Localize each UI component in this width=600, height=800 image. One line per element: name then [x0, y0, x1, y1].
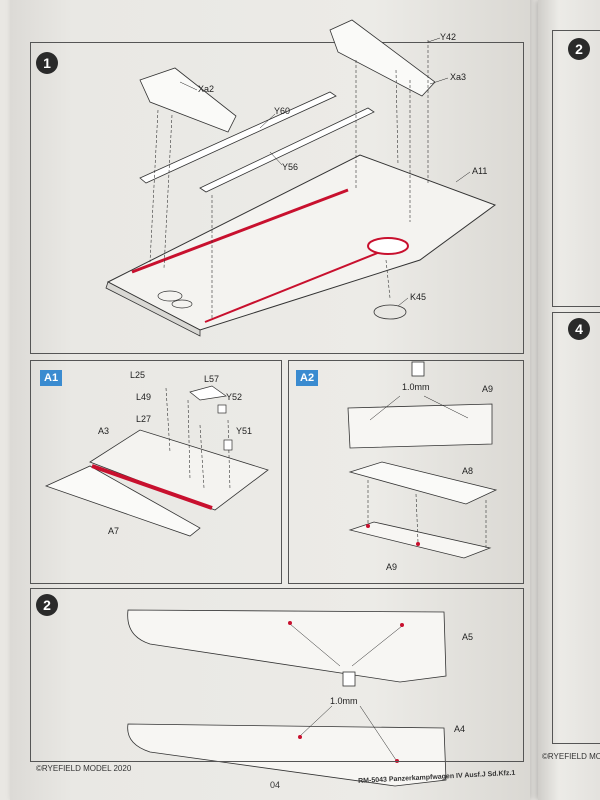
page-number: 04 — [270, 780, 281, 790]
part-a4 — [127, 723, 447, 787]
step2-badge: 2 — [36, 594, 58, 616]
adjacent-step4-number: 4 — [575, 321, 583, 337]
a1-guides — [165, 387, 231, 491]
label-a3: A3 — [98, 426, 110, 436]
hull-hatch-ring — [367, 237, 409, 255]
step-a2-frame — [288, 360, 524, 584]
glue-line-left — [131, 188, 349, 274]
label-l49: L49 — [136, 392, 152, 402]
part-xa3 — [329, 19, 436, 97]
label-a2-drill: 1.0mm — [402, 382, 430, 392]
label-y52: Y52 — [226, 392, 243, 402]
a2-mark-2 — [416, 542, 420, 546]
step-a1-frame — [30, 360, 282, 584]
leader-lines — [179, 37, 471, 307]
step-a2-label: A2 — [300, 372, 315, 384]
label-l57: L57 — [204, 374, 220, 384]
step2-drill-leaders — [289, 623, 403, 761]
part-a9-top — [347, 403, 493, 449]
label-l25: L25 — [130, 370, 146, 380]
a1-glue-line — [91, 464, 213, 510]
a2-drill-leaders — [369, 395, 469, 421]
hull-floor-plate — [106, 154, 497, 331]
part-xa2 — [139, 67, 237, 133]
label-xa2: Xa2 — [198, 84, 215, 94]
copyright-text: ©RYEFIELD MODEL 2020 — [36, 764, 132, 773]
adjacent-step2-number: 2 — [575, 41, 583, 57]
a2-drill-icon — [411, 361, 425, 377]
part-k45 — [373, 304, 407, 320]
label-step2-drill: 1.0mm — [330, 696, 358, 706]
floor-opening-2 — [171, 299, 193, 309]
glue-line-right — [204, 249, 386, 323]
label-a11: A11 — [472, 166, 488, 176]
step2-drill-icon — [342, 671, 356, 687]
adjacent-step2-badge: 2 — [568, 38, 590, 60]
part-y60 — [139, 91, 337, 184]
step1-number: 1 — [43, 55, 51, 71]
adjacent-page: 2 4 ©RYEFIELD MODE — [538, 0, 600, 800]
label-xa3: Xa3 — [450, 72, 467, 82]
label-y42: Y42 — [440, 32, 457, 42]
label-a8: A8 — [462, 466, 474, 476]
part-y56 — [199, 107, 375, 193]
step-a1-label: A1 — [44, 372, 59, 384]
adjacent-step4-badge: 4 — [568, 318, 590, 340]
part-l57 — [189, 385, 227, 401]
assembly-guides — [149, 40, 429, 318]
label-y51: Y51 — [236, 426, 253, 436]
label-a9-top: A9 — [482, 384, 494, 394]
adjacent-copyright: ©RYEFIELD MODE — [542, 752, 600, 761]
a2-mark-1 — [366, 524, 370, 528]
label-k45: K45 — [410, 292, 427, 302]
step2-number: 2 — [43, 597, 51, 613]
label-a7: A7 — [108, 526, 120, 536]
step-a1-tag: A1 — [40, 370, 63, 386]
part-a5 — [127, 609, 447, 683]
step1-badge: 1 — [36, 52, 58, 74]
label-y56: Y56 — [282, 162, 299, 172]
label-a4: A4 — [454, 724, 466, 734]
label-a9-bottom: A9 — [386, 562, 398, 572]
hull-floor-edge — [105, 281, 201, 337]
a2-guides — [367, 480, 487, 548]
label-y60: Y60 — [274, 106, 291, 116]
part-a7 — [44, 465, 201, 537]
step2-frame — [30, 588, 524, 762]
step-a2-tag: A2 — [296, 370, 319, 386]
part-a8 — [348, 461, 498, 505]
part-a9-bottom — [348, 521, 492, 559]
label-a5: A5 — [462, 632, 474, 642]
adjacent-step2-frame — [552, 30, 600, 307]
adjacent-step4-frame — [552, 312, 600, 744]
part-y52 — [217, 404, 227, 414]
floor-opening-1 — [157, 290, 183, 302]
label-l27: L27 — [136, 414, 152, 424]
step2-drill-marks — [288, 621, 404, 763]
part-y51 — [223, 439, 233, 451]
step1-frame — [30, 42, 524, 354]
